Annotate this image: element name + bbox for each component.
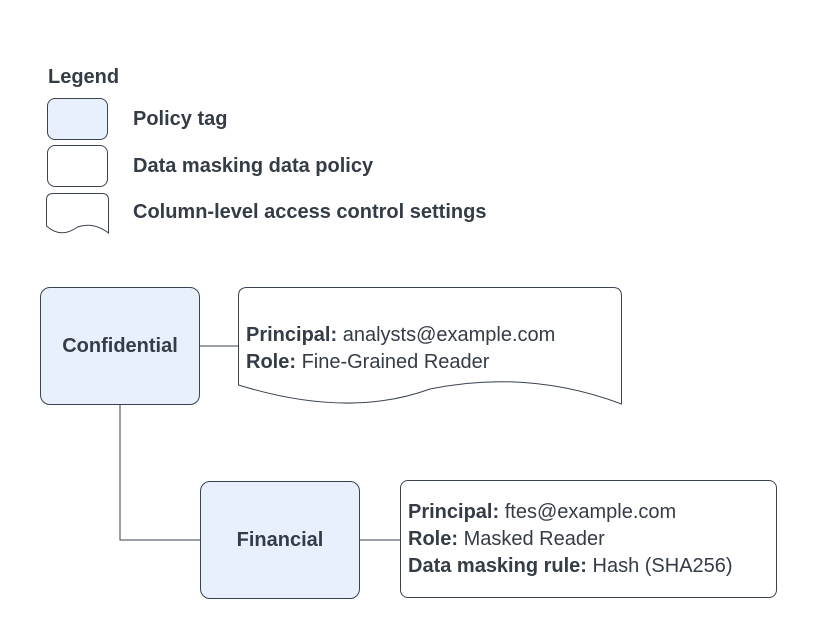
access-settings-document-shape <box>238 287 622 405</box>
connector-confidential-to-financial <box>119 405 200 541</box>
principal-value: ftes@example.com <box>504 500 677 523</box>
legend-swatch-policy-tag <box>47 98 108 140</box>
masking-principal-line: Principal: ftes@example.com <box>408 499 776 526</box>
principal-label: Principal: <box>246 324 338 346</box>
data-masking-policy-box: Principal: ftes@example.com Role: Masked… <box>400 480 777 598</box>
access-settings-principal-line: Principal: analysts@example.com <box>246 322 614 349</box>
legend-label-column-access-settings: Column-level access control settings <box>133 201 487 223</box>
role-value: Fine-Grained Reader <box>301 351 490 373</box>
policy-tag-financial-label: Financial <box>236 528 324 551</box>
access-settings-text: Principal: analysts@example.com Role: Fi… <box>246 287 614 411</box>
masking-rule-line: Data masking rule: Hash (SHA256) <box>408 553 776 580</box>
policy-tag-confidential-label: Confidential <box>62 334 178 357</box>
role-label: Role: <box>408 527 458 550</box>
masking-rule-value: Hash (SHA256) <box>592 554 733 577</box>
role-value: Masked Reader <box>463 527 605 550</box>
legend-label-policy-tag: Policy tag <box>133 108 228 130</box>
principal-value: analysts@example.com <box>342 324 556 346</box>
masking-rule-label: Data masking rule: <box>408 554 587 577</box>
legend-title: Legend <box>48 66 120 88</box>
principal-label: Principal: <box>408 500 500 523</box>
legend-swatch-data-masking-policy <box>47 145 108 187</box>
legend-label-data-masking-policy: Data masking data policy <box>133 155 374 177</box>
policy-tag-financial: Financial <box>200 481 360 599</box>
policy-tag-confidential: Confidential <box>40 287 200 405</box>
legend-swatch-document-icon <box>46 193 109 235</box>
masking-role-line: Role: Masked Reader <box>408 526 776 553</box>
access-settings-role-line: Role: Fine-Grained Reader <box>246 349 614 376</box>
role-label: Role: <box>246 351 296 373</box>
